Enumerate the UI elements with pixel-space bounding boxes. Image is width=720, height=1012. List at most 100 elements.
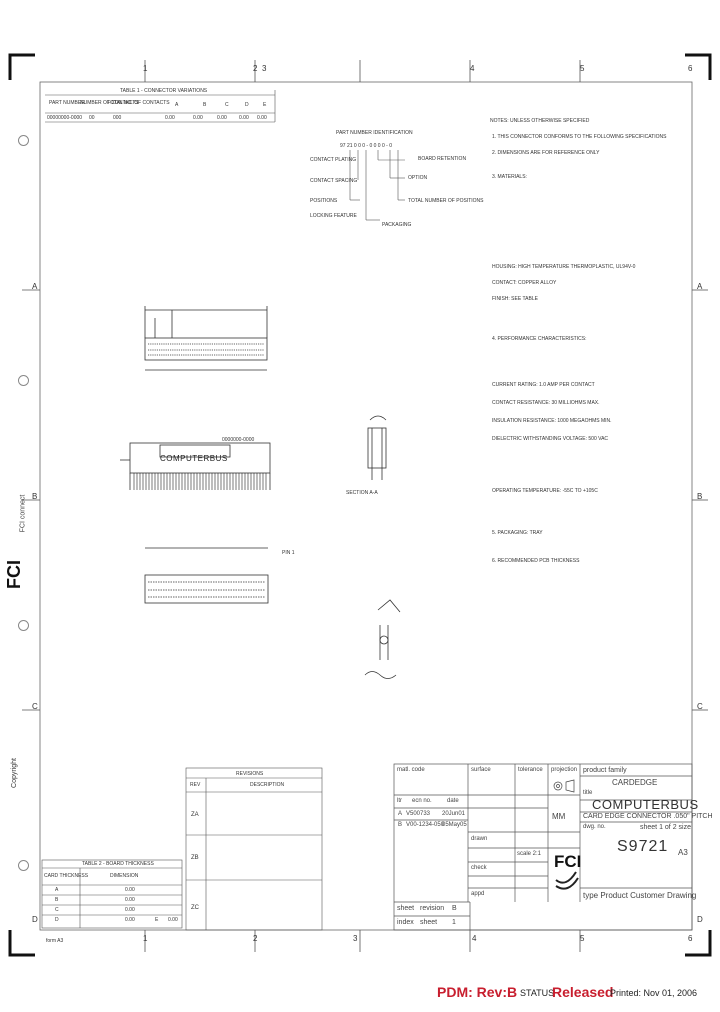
type-text: type Product Customer Drawing xyxy=(583,891,697,900)
revision-table-header: REV xyxy=(190,782,201,788)
zone-bottom-2: 2 xyxy=(253,934,258,943)
copyright-text: Copyright xyxy=(10,758,18,788)
index-value: 1 xyxy=(452,919,456,926)
top-table-cell: 00000000-0000 xyxy=(47,115,83,121)
tolerance-label: tolerance xyxy=(518,767,543,773)
printed-date: Printed: Nov 01, 2006 xyxy=(610,988,698,998)
top-table-header-cell: B xyxy=(203,102,207,108)
rev-row-ltr: B xyxy=(398,822,403,828)
zone-top-2: 2 xyxy=(253,64,258,73)
zone-bottom-3: 3 xyxy=(353,934,358,943)
revision-table-title: REVISIONS xyxy=(236,771,264,777)
units-label: MM xyxy=(552,812,566,821)
side-brand-subtext: FCI connect xyxy=(19,494,27,533)
check-label: check xyxy=(471,865,487,871)
note-line: 3. MATERIALS: xyxy=(492,174,527,180)
zone-right-c: C xyxy=(697,702,703,711)
top-table-header-cell: E xyxy=(263,102,267,108)
binder-hole xyxy=(18,620,29,631)
title-sub: CARD EDGE CONNECTOR .050" PITCH xyxy=(583,813,713,820)
top-table-header: PART NUMBER NUMBER OF CONTACTS TOTAL NO.… xyxy=(45,96,275,113)
top-table-cell: 0.00 xyxy=(217,115,227,121)
top-table-cell: 00 xyxy=(89,115,95,121)
sheet-label: sheet 1 of 2 size xyxy=(640,824,691,831)
part-number-leaders xyxy=(349,150,405,221)
sheet-revision-label: sheet xyxy=(397,905,415,912)
board-table-cell: 0.00 xyxy=(125,907,135,913)
board-table-cell: C xyxy=(55,907,59,913)
board-table-cell: 0.00 xyxy=(168,917,178,923)
title-label: title xyxy=(583,790,593,796)
note-line: 1. THIS CONNECTOR CONFORMS TO THE FOLLOW… xyxy=(492,134,667,140)
zone-left-a: A xyxy=(32,282,38,291)
binder-hole xyxy=(18,860,29,871)
rev-row-ltr: A xyxy=(398,811,403,817)
zone-left-d: D xyxy=(32,915,38,924)
board-table-header: CARD THICKNESS xyxy=(44,873,89,879)
dwg-no-label: dwg. no. xyxy=(583,824,606,830)
status-label: STATUS xyxy=(520,988,555,998)
board-table-cell: A xyxy=(55,887,59,893)
top-table-title: TABLE 1 - CONNECTOR VARIATIONS xyxy=(120,88,208,94)
pdm-revision: PDM: Rev:B xyxy=(437,984,518,1000)
top-table-header-cell: PART NUMBER xyxy=(49,100,85,106)
note-line: OPERATING TEMPERATURE: -55C TO +105C xyxy=(492,488,598,494)
surface-label: surface xyxy=(471,767,491,773)
top-table-cell: 0.00 xyxy=(165,115,175,121)
section-label: SECTION A-A xyxy=(346,490,378,496)
ecn-label: ecn no. xyxy=(412,798,432,804)
side-brand-logo: FCI FCI connect xyxy=(4,495,38,610)
title-main: COMPUTERBUS xyxy=(592,797,699,812)
projection-label: projection xyxy=(551,767,578,773)
part-marking: 0000000-0000 xyxy=(222,437,255,443)
part-number-callout: LOCKING FEATURE xyxy=(310,213,357,219)
zone-bottom-1: 1 xyxy=(143,934,148,943)
part-number-callout: BOARD RETENTION xyxy=(418,156,467,162)
note-line: 6. RECOMMENDED PCB THICKNESS xyxy=(492,558,580,564)
note-line: CURRENT RATING: 1.0 AMP PER CONTACT xyxy=(492,382,595,388)
zone-top-3: 3 xyxy=(262,64,267,73)
product-family-label: product family xyxy=(583,767,627,774)
note-line: INSULATION RESISTANCE: 1000 MEGAOHMS MIN… xyxy=(492,418,612,424)
product-family: CARDEDGE xyxy=(612,778,658,787)
revision-table-header: DESCRIPTION xyxy=(250,782,285,788)
rev-row-date: 20Jun01 xyxy=(442,811,466,817)
note-line: DIELECTRIC WITHSTANDING VOLTAGE: 500 VAC xyxy=(492,436,609,442)
top-table-header-cell: C xyxy=(225,102,229,108)
zone-left-c: C xyxy=(32,702,38,711)
form-label: form A3 xyxy=(46,938,64,944)
connector-marking: COMPUTERBUS xyxy=(160,454,228,463)
board-table-cell: 0.00 xyxy=(125,917,135,923)
board-table-cell: D xyxy=(55,917,59,923)
top-table-cell: 0.00 xyxy=(193,115,203,121)
rev-row-ecn: V500733 xyxy=(406,811,431,817)
sheet-size: A3 xyxy=(678,848,688,857)
top-table-header-cell: A xyxy=(175,102,179,108)
board-table-cell: 0.00 xyxy=(125,897,135,903)
title-block-brand: FCI xyxy=(554,852,582,871)
part-number-callout: TOTAL NUMBER OF POSITIONS xyxy=(408,198,484,204)
matl-code-label: matl. code xyxy=(397,767,425,773)
part-number-code: 97 21 0 0 0 - 0 0 0 0 - 0 xyxy=(340,143,392,149)
index-sheet-label: sheet xyxy=(420,919,438,926)
index-label: index xyxy=(397,919,414,926)
board-table-title: TABLE 2 - BOARD THICKNESS xyxy=(82,861,154,867)
top-table-cell: 0.00 xyxy=(239,115,249,121)
board-table-header: DIMENSION xyxy=(110,873,139,879)
board-table-cell: B xyxy=(55,897,59,903)
note-line: 4. PERFORMANCE CHARACTERISTICS: xyxy=(492,336,587,342)
binder-hole xyxy=(18,135,29,146)
dwg-no: S9721 xyxy=(617,838,669,855)
part-number-callout: OPTION xyxy=(408,175,428,181)
note-line: 2. DIMENSIONS ARE FOR REFERENCE ONLY xyxy=(492,150,600,156)
note-line: 5. PACKAGING: TRAY xyxy=(492,530,543,536)
note-line: FINISH: SEE TABLE xyxy=(492,296,538,302)
part-number-title: PART NUMBER IDENTIFICATION xyxy=(336,130,413,136)
zone-top-6: 6 xyxy=(688,64,693,73)
zone-bottom-6: 6 xyxy=(688,934,693,943)
part-number-callout: POSITIONS xyxy=(310,198,338,204)
date-label: date xyxy=(447,798,459,804)
revision-entry: ZC xyxy=(191,905,199,911)
revision-entry: ZB xyxy=(191,855,199,861)
